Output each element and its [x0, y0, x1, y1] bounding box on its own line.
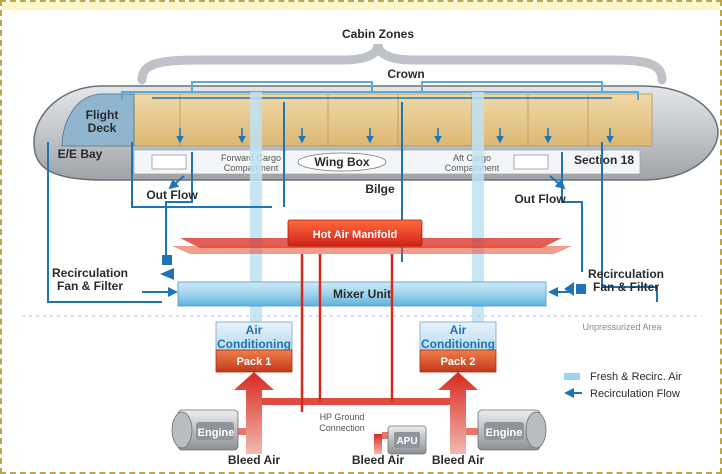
hot-air-manifold	[172, 219, 572, 254]
pack1-label-1: Air	[246, 323, 263, 337]
cabin-zones-bracket	[137, 43, 667, 85]
legend-recirc-label: Recirculation Flow	[590, 388, 680, 400]
pack2-label-2: Conditioning	[421, 337, 495, 351]
bleed-air-center-label: Bleed Air	[352, 453, 405, 467]
crown-ducts	[121, 81, 639, 100]
fwd-cargo-container	[151, 154, 187, 170]
ac-pack-2	[419, 321, 497, 373]
engine-right	[477, 409, 547, 451]
hot-air-manifold-label: Hot Air Manifold	[313, 229, 398, 241]
recirc-right-label-1: Recirculation	[588, 267, 664, 281]
engine-right-label: Engine	[486, 427, 523, 439]
hp-ground-label-2: Connection	[319, 423, 365, 433]
recirc-left-label-2: Fan & Filter	[57, 279, 123, 293]
recirc-fan-right	[548, 282, 586, 297]
recirc-fan-left	[142, 255, 178, 297]
hot-air-risers	[300, 254, 394, 412]
passenger-cabin	[99, 93, 653, 147]
bleed-air-right-label: Bleed Air	[432, 453, 485, 467]
apu-label: APU	[396, 436, 417, 447]
pack2-label-3: Pack 2	[441, 356, 476, 368]
hp-ground-label-1: HP Ground	[320, 412, 365, 422]
flight-deck-label-1: Flight	[86, 108, 119, 122]
top-band	[2, 2, 720, 10]
wing-box-shape	[297, 152, 387, 172]
wing-box-label: Wing Box	[314, 155, 370, 169]
engine-left	[171, 409, 239, 451]
pack1-label-3: Pack 1	[237, 356, 272, 368]
cabin-supply-arrows	[176, 128, 614, 144]
mixer-unit	[177, 281, 547, 307]
out-flow-arrows	[168, 175, 566, 190]
recirc-left-label-1: Recirculation	[52, 266, 128, 280]
crown-label: Crown	[387, 67, 424, 81]
bilge-label: Bilge	[365, 182, 395, 196]
lower-deck	[133, 149, 641, 175]
section-18-label: Section 18	[574, 153, 634, 167]
bleed-air-left-label: Bleed Air	[228, 453, 281, 467]
legend-fresh-label: Fresh & Recirc. Air	[590, 371, 682, 383]
pack2-label-1: Air	[450, 323, 467, 337]
aft-cargo-container	[513, 154, 549, 170]
flight-deck-area	[61, 93, 135, 147]
ee-bay-label: E/E Bay	[58, 147, 103, 161]
ac-pack-1	[215, 321, 293, 373]
unpressurized-area-label: Unpressurized Area	[582, 322, 661, 332]
flight-deck-label-2: Deck	[88, 121, 117, 135]
mixer-unit-label: Mixer Unit	[333, 287, 391, 301]
legend-fresh-swatch	[564, 373, 580, 380]
cabin-zones-label: Cabin Zones	[342, 27, 414, 41]
legend	[564, 373, 582, 398]
recirc-right-label-2: Fan & Filter	[593, 280, 659, 294]
apu-unit	[387, 425, 427, 455]
engine-left-label: Engine	[198, 427, 235, 439]
out-flow-right-label: Out Flow	[514, 192, 566, 206]
out-flow-left-label: Out Flow	[146, 188, 198, 202]
pack1-label-2: Conditioning	[217, 337, 291, 351]
